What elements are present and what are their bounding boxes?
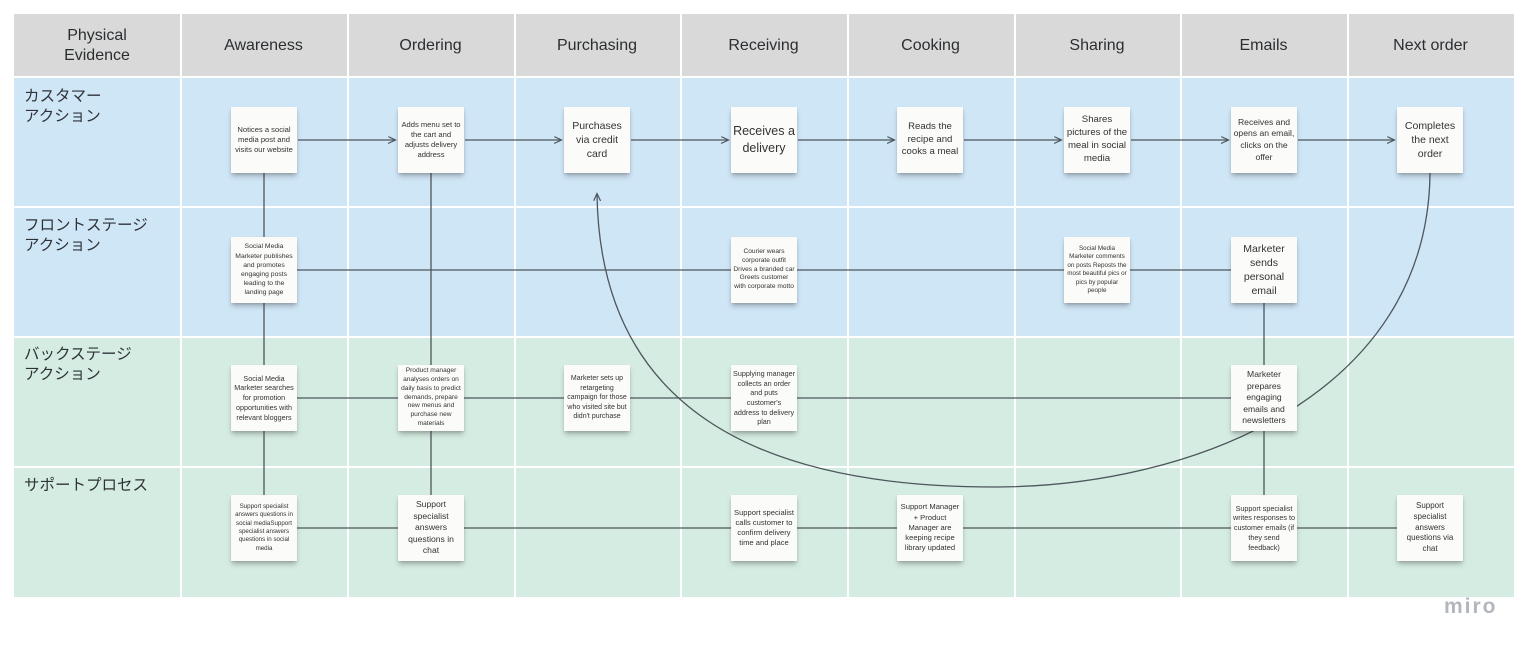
sticky-note-customer-sharing[interactable]: Shares pictures of the meal in social me…	[1064, 107, 1130, 173]
sticky-note-support-next-order[interactable]: Support specialist answers questions via…	[1397, 495, 1463, 561]
sticky-note-customer-ordering[interactable]: Adds menu set to the cart and adjusts de…	[398, 107, 464, 173]
sticky-note-customer-receiving[interactable]: Receives a delivery	[731, 107, 797, 173]
sticky-note-customer-purchasing[interactable]: Purchases via credit card	[564, 107, 630, 173]
column-divider	[347, 14, 349, 597]
sticky-note-backstage-receiving[interactable]: Supplying manager collects an order and …	[731, 365, 797, 431]
sticky-note-customer-next-order[interactable]: Completes the next order	[1397, 107, 1463, 173]
row-divider	[14, 466, 1514, 468]
column-header-purchasing: Purchasing	[556, 36, 638, 54]
sticky-note-frontstage-awareness[interactable]: Social Media Marketer publishes and prom…	[231, 237, 297, 303]
column-header-ordering: Ordering	[399, 36, 462, 54]
flow-arrows	[263, 140, 1431, 529]
column-divider	[1180, 14, 1182, 597]
row-divider	[14, 336, 1514, 338]
column-header-sharing: Sharing	[1069, 36, 1125, 54]
row-label-support-process: サポートプロセス	[24, 477, 149, 494]
column-divider	[180, 14, 182, 597]
sticky-note-backstage-emails[interactable]: Marketer prepares engaging emails and ne…	[1231, 365, 1297, 431]
sticky-note-frontstage-sharing[interactable]: Social Media Marketer comments on posts …	[1064, 237, 1130, 303]
sticky-note-support-emails[interactable]: Support specialist writes responses to c…	[1231, 495, 1297, 561]
sticky-note-backstage-awareness[interactable]: Social Media Marketer searches for promo…	[231, 365, 297, 431]
row-label-backstage-actions: バックステージ アクション	[24, 346, 132, 384]
sticky-note-customer-awareness[interactable]: Notices a social media post and visits o…	[231, 107, 297, 173]
row-divider	[14, 76, 1514, 78]
service-blueprint-board: Physical Evidence Awareness Ordering Pur…	[14, 14, 1514, 597]
column-divider	[1347, 14, 1349, 597]
sticky-note-frontstage-receiving[interactable]: Courier wears corporate outfit Drives a …	[731, 237, 797, 303]
sticky-note-support-receiving[interactable]: Support specialist calls customer to con…	[731, 495, 797, 561]
row-label-customer-actions: カスタマー アクション	[24, 88, 102, 126]
column-divider	[514, 14, 516, 597]
sticky-note-frontstage-emails[interactable]: Marketer sends personal email	[1231, 237, 1297, 303]
row-divider	[14, 206, 1514, 208]
column-divider	[680, 14, 682, 597]
sticky-note-customer-cooking[interactable]: Reads the recipe and cooks a meal	[897, 107, 963, 173]
column-divider	[847, 14, 849, 597]
sticky-note-support-ordering[interactable]: Support specialist answers questions in …	[398, 495, 464, 561]
column-header-physical-evidence: Physical Evidence	[64, 26, 130, 64]
column-header-cooking: Cooking	[901, 36, 960, 54]
sticky-note-customer-emails[interactable]: Receives and opens an email, clicks on t…	[1231, 107, 1297, 173]
column-header-awareness: Awareness	[224, 36, 303, 54]
row-label-frontstage-actions: フロントステージ アクション	[24, 217, 148, 255]
column-header-emails: Emails	[1239, 36, 1288, 54]
column-header-next-order: Next order	[1393, 36, 1468, 54]
sticky-note-support-awareness[interactable]: Support specialist answers questions in …	[231, 495, 297, 561]
column-divider	[1014, 14, 1016, 597]
column-header-receiving: Receiving	[728, 36, 799, 54]
sticky-note-support-cooking[interactable]: Support Manager + Product Manager are ke…	[897, 495, 963, 561]
sticky-note-backstage-purchasing[interactable]: Marketer sets up retargeting campaign fo…	[564, 365, 630, 431]
sticky-note-backstage-ordering[interactable]: Product manager analyses orders on daily…	[398, 365, 464, 431]
miro-logo: miro	[1444, 595, 1498, 618]
header-row-background	[14, 14, 1514, 77]
